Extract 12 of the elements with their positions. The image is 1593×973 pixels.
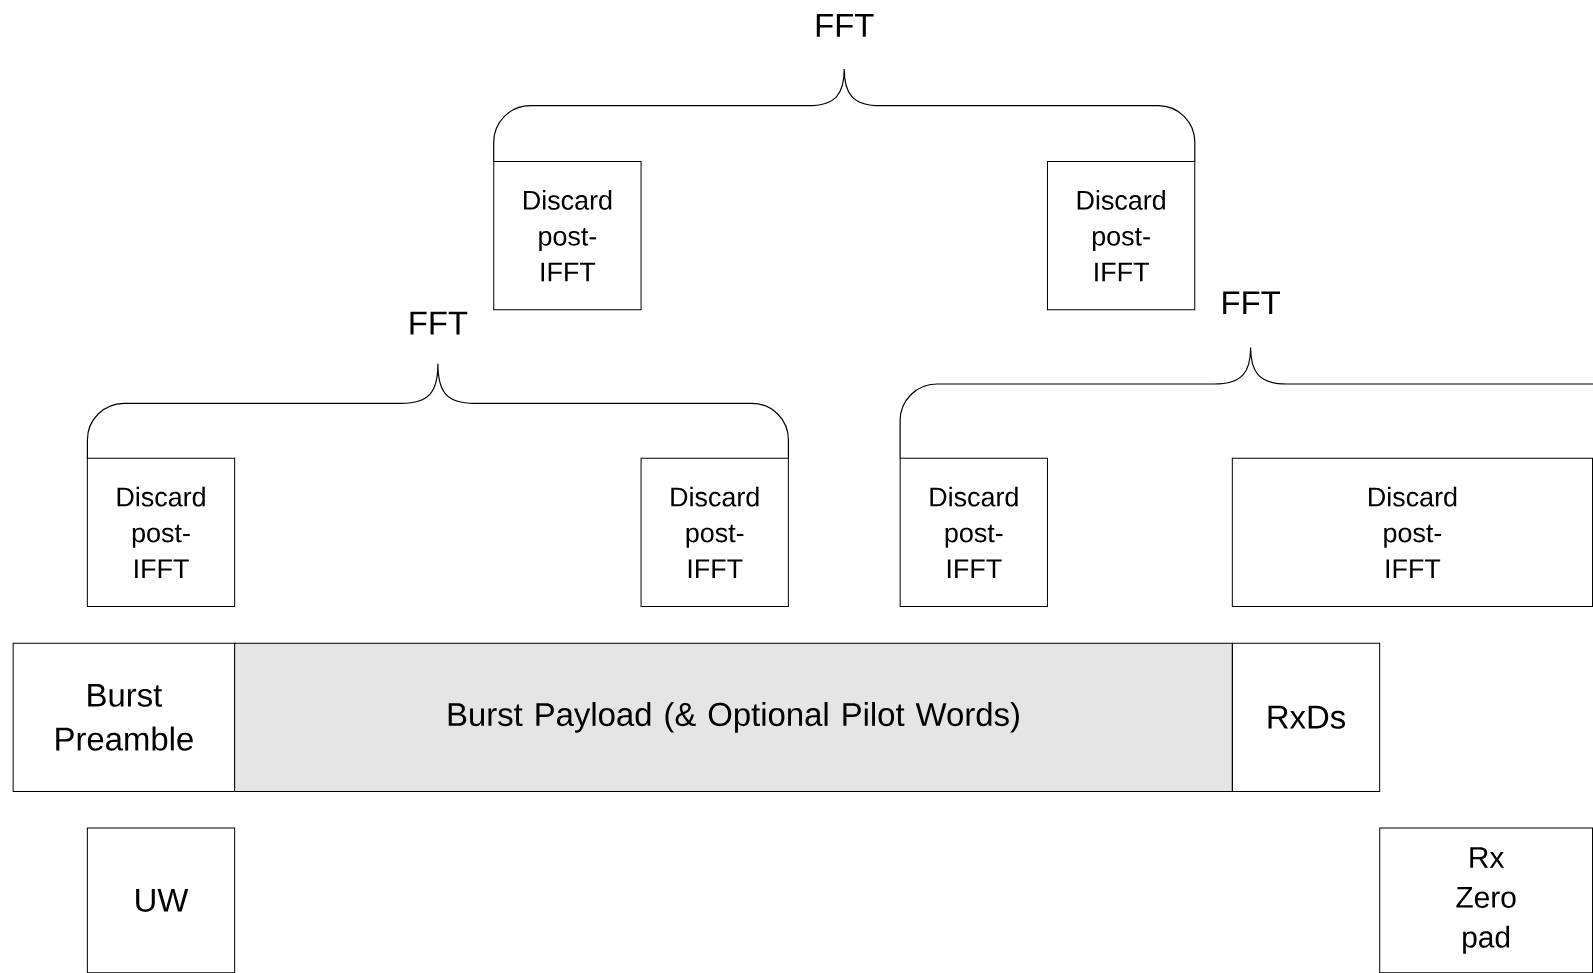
process-box: Discard post-IFFT <box>86 457 236 608</box>
process-box: Discard post-IFFT <box>1046 161 1196 311</box>
frame-field: RxDs <box>1231 642 1381 792</box>
process-box: UW <box>86 827 236 973</box>
fft-label: FFT <box>816 14 874 37</box>
process-box: Discard post-IFFT <box>640 457 789 608</box>
process-box: Discard post-IFFT <box>1231 457 1593 608</box>
frame-field: Burst Payload (& Optional Pilot Words) <box>234 642 1233 792</box>
process-box: Discard post-IFFT <box>899 457 1048 608</box>
process-box: Discard post-IFFT <box>493 161 642 311</box>
fft-label: FFT <box>410 311 468 335</box>
process-box: Rx Zero pad <box>1379 827 1593 973</box>
